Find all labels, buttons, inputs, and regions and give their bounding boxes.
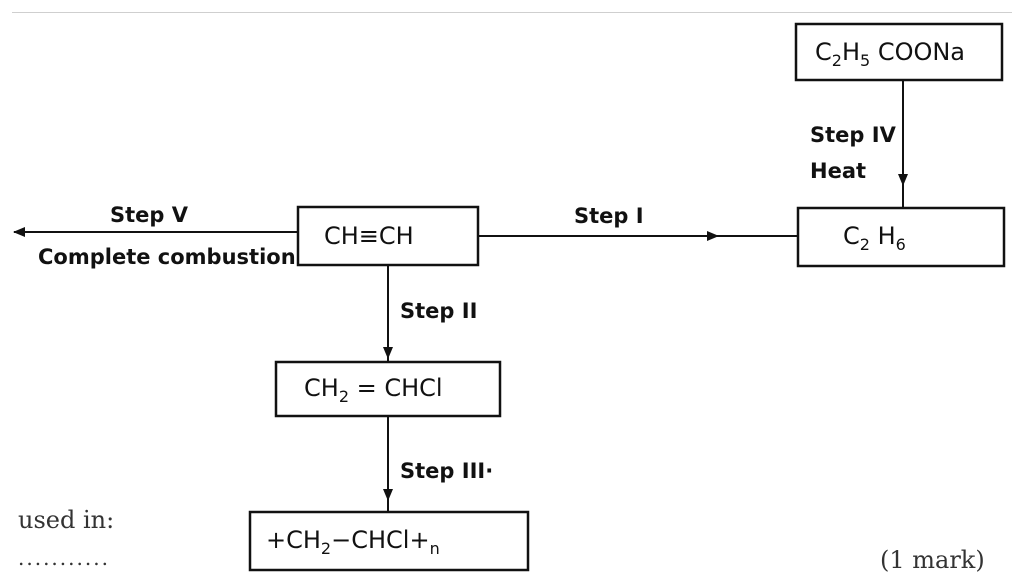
step4-label: Step IV <box>810 123 897 147</box>
chloroethene-formula: CH2 = CHCl <box>304 374 443 406</box>
ethyne-formula: CH≡CH <box>324 222 414 250</box>
step2-label: Step II <box>400 299 477 323</box>
used-in-label: used in: <box>18 506 115 534</box>
step5-label: Step V <box>110 203 189 227</box>
chloroethene-box <box>274 360 502 418</box>
marks-label: (1 mark) <box>880 546 985 574</box>
step1-label: Step I <box>574 204 644 228</box>
ethyne-box <box>296 205 480 267</box>
sodium-propanoate-box <box>794 22 1004 82</box>
step5-condition-label: Complete combustion <box>38 245 296 269</box>
step3-label: Step III· <box>400 459 493 483</box>
sodium-propanoate-formula: C2H5 COONa <box>815 38 965 70</box>
polymer-formula: +CH2−CHCl+n <box>266 526 440 558</box>
ethane-box <box>796 206 1006 268</box>
answer-dots: ........... <box>18 546 110 570</box>
top-rule <box>12 12 1012 13</box>
polymer-box <box>248 510 530 572</box>
ethane-formula: C2 H6 <box>843 222 906 254</box>
step4-condition-label: Heat <box>810 159 866 183</box>
